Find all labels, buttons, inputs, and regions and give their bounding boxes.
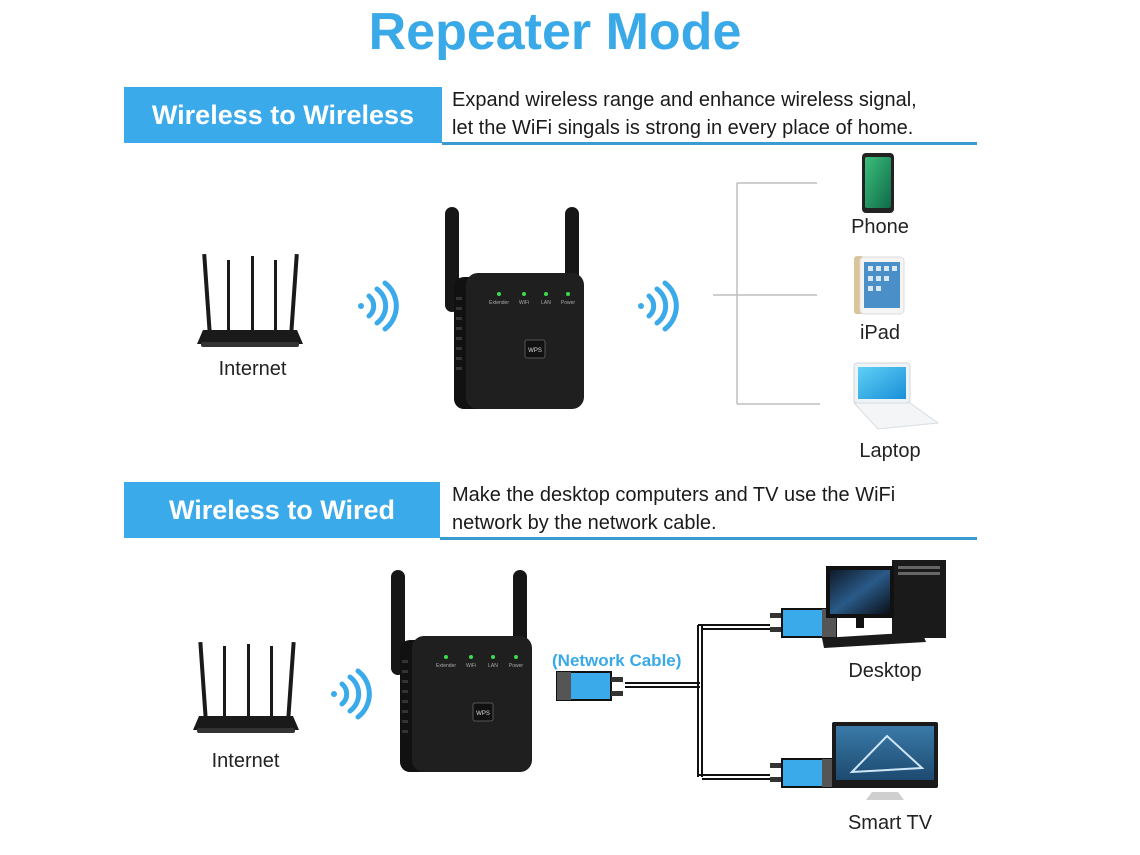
device-label-phone: Phone <box>851 216 909 238</box>
distribution-lines <box>713 182 820 405</box>
router-label: Internet <box>218 358 287 380</box>
wifi-router-icon <box>193 641 299 733</box>
description-line: network by the network cable. <box>452 512 717 534</box>
wifi-signal-icon <box>358 280 399 332</box>
wps-button-label: WPS <box>476 711 490 717</box>
section-heading-wireless-to-wireless: Wireless to Wireless <box>124 87 442 143</box>
led-label: LAN <box>541 300 551 306</box>
tablet-icon <box>854 256 905 315</box>
wps-button-label: WPS <box>528 348 542 354</box>
wifi-repeater-device: Extender WiFi LAN Power WPS <box>391 570 532 772</box>
led-wifi <box>522 292 526 296</box>
page-title: Repeater Mode <box>368 3 742 61</box>
led-label: Power <box>561 300 576 306</box>
led-extender <box>497 292 501 296</box>
led-label: LAN <box>488 663 498 669</box>
section-heading-wireless-to-wired: Wireless to Wired <box>124 482 440 538</box>
description-line: Expand wireless range and enhance wirele… <box>452 89 917 111</box>
led-power <box>566 292 570 296</box>
led-extender <box>444 655 448 659</box>
led-lan <box>491 655 495 659</box>
laptop-icon <box>852 362 940 430</box>
section-divider <box>440 537 977 540</box>
description-line: let the WiFi singals is strong in every … <box>452 117 914 139</box>
wifi-repeater-device: Extender WiFi LAN Power WPS <box>445 207 584 409</box>
desktop-computer-icon <box>822 560 946 648</box>
rj45-connector-source <box>556 671 623 701</box>
device-label-desktop: Desktop <box>848 660 922 682</box>
description-line: Make the desktop computers and TV use th… <box>452 484 896 506</box>
section-description-wireless-to-wireless: Expand wireless range and enhance wirele… <box>452 86 992 142</box>
rj45-connector-tv <box>770 758 837 788</box>
wifi-signal-icon <box>331 668 372 720</box>
led-label: Extender <box>489 300 509 306</box>
smart-tv-icon <box>832 722 938 800</box>
led-wifi <box>469 655 473 659</box>
device-label-laptop: Laptop <box>859 440 921 462</box>
network-cable-label: (Network Cable) <box>552 651 682 670</box>
section-description-wireless-to-wired: Make the desktop computers and TV use th… <box>452 481 992 537</box>
device-label-smart-tv: Smart TV <box>847 812 933 834</box>
wifi-signal-icon <box>638 280 679 332</box>
router-label: Internet <box>211 750 280 772</box>
wifi-router-icon <box>197 253 303 347</box>
device-label-ipad: iPad <box>859 322 901 344</box>
led-power <box>514 655 518 659</box>
led-lan <box>544 292 548 296</box>
led-label: WiFi <box>466 663 476 669</box>
network-cable-diagram <box>556 608 837 788</box>
led-label: Extender <box>436 663 456 669</box>
led-label: WiFi <box>519 300 529 306</box>
smartphone-icon <box>862 153 894 213</box>
led-label: Power <box>509 663 524 669</box>
section-divider <box>442 142 977 145</box>
